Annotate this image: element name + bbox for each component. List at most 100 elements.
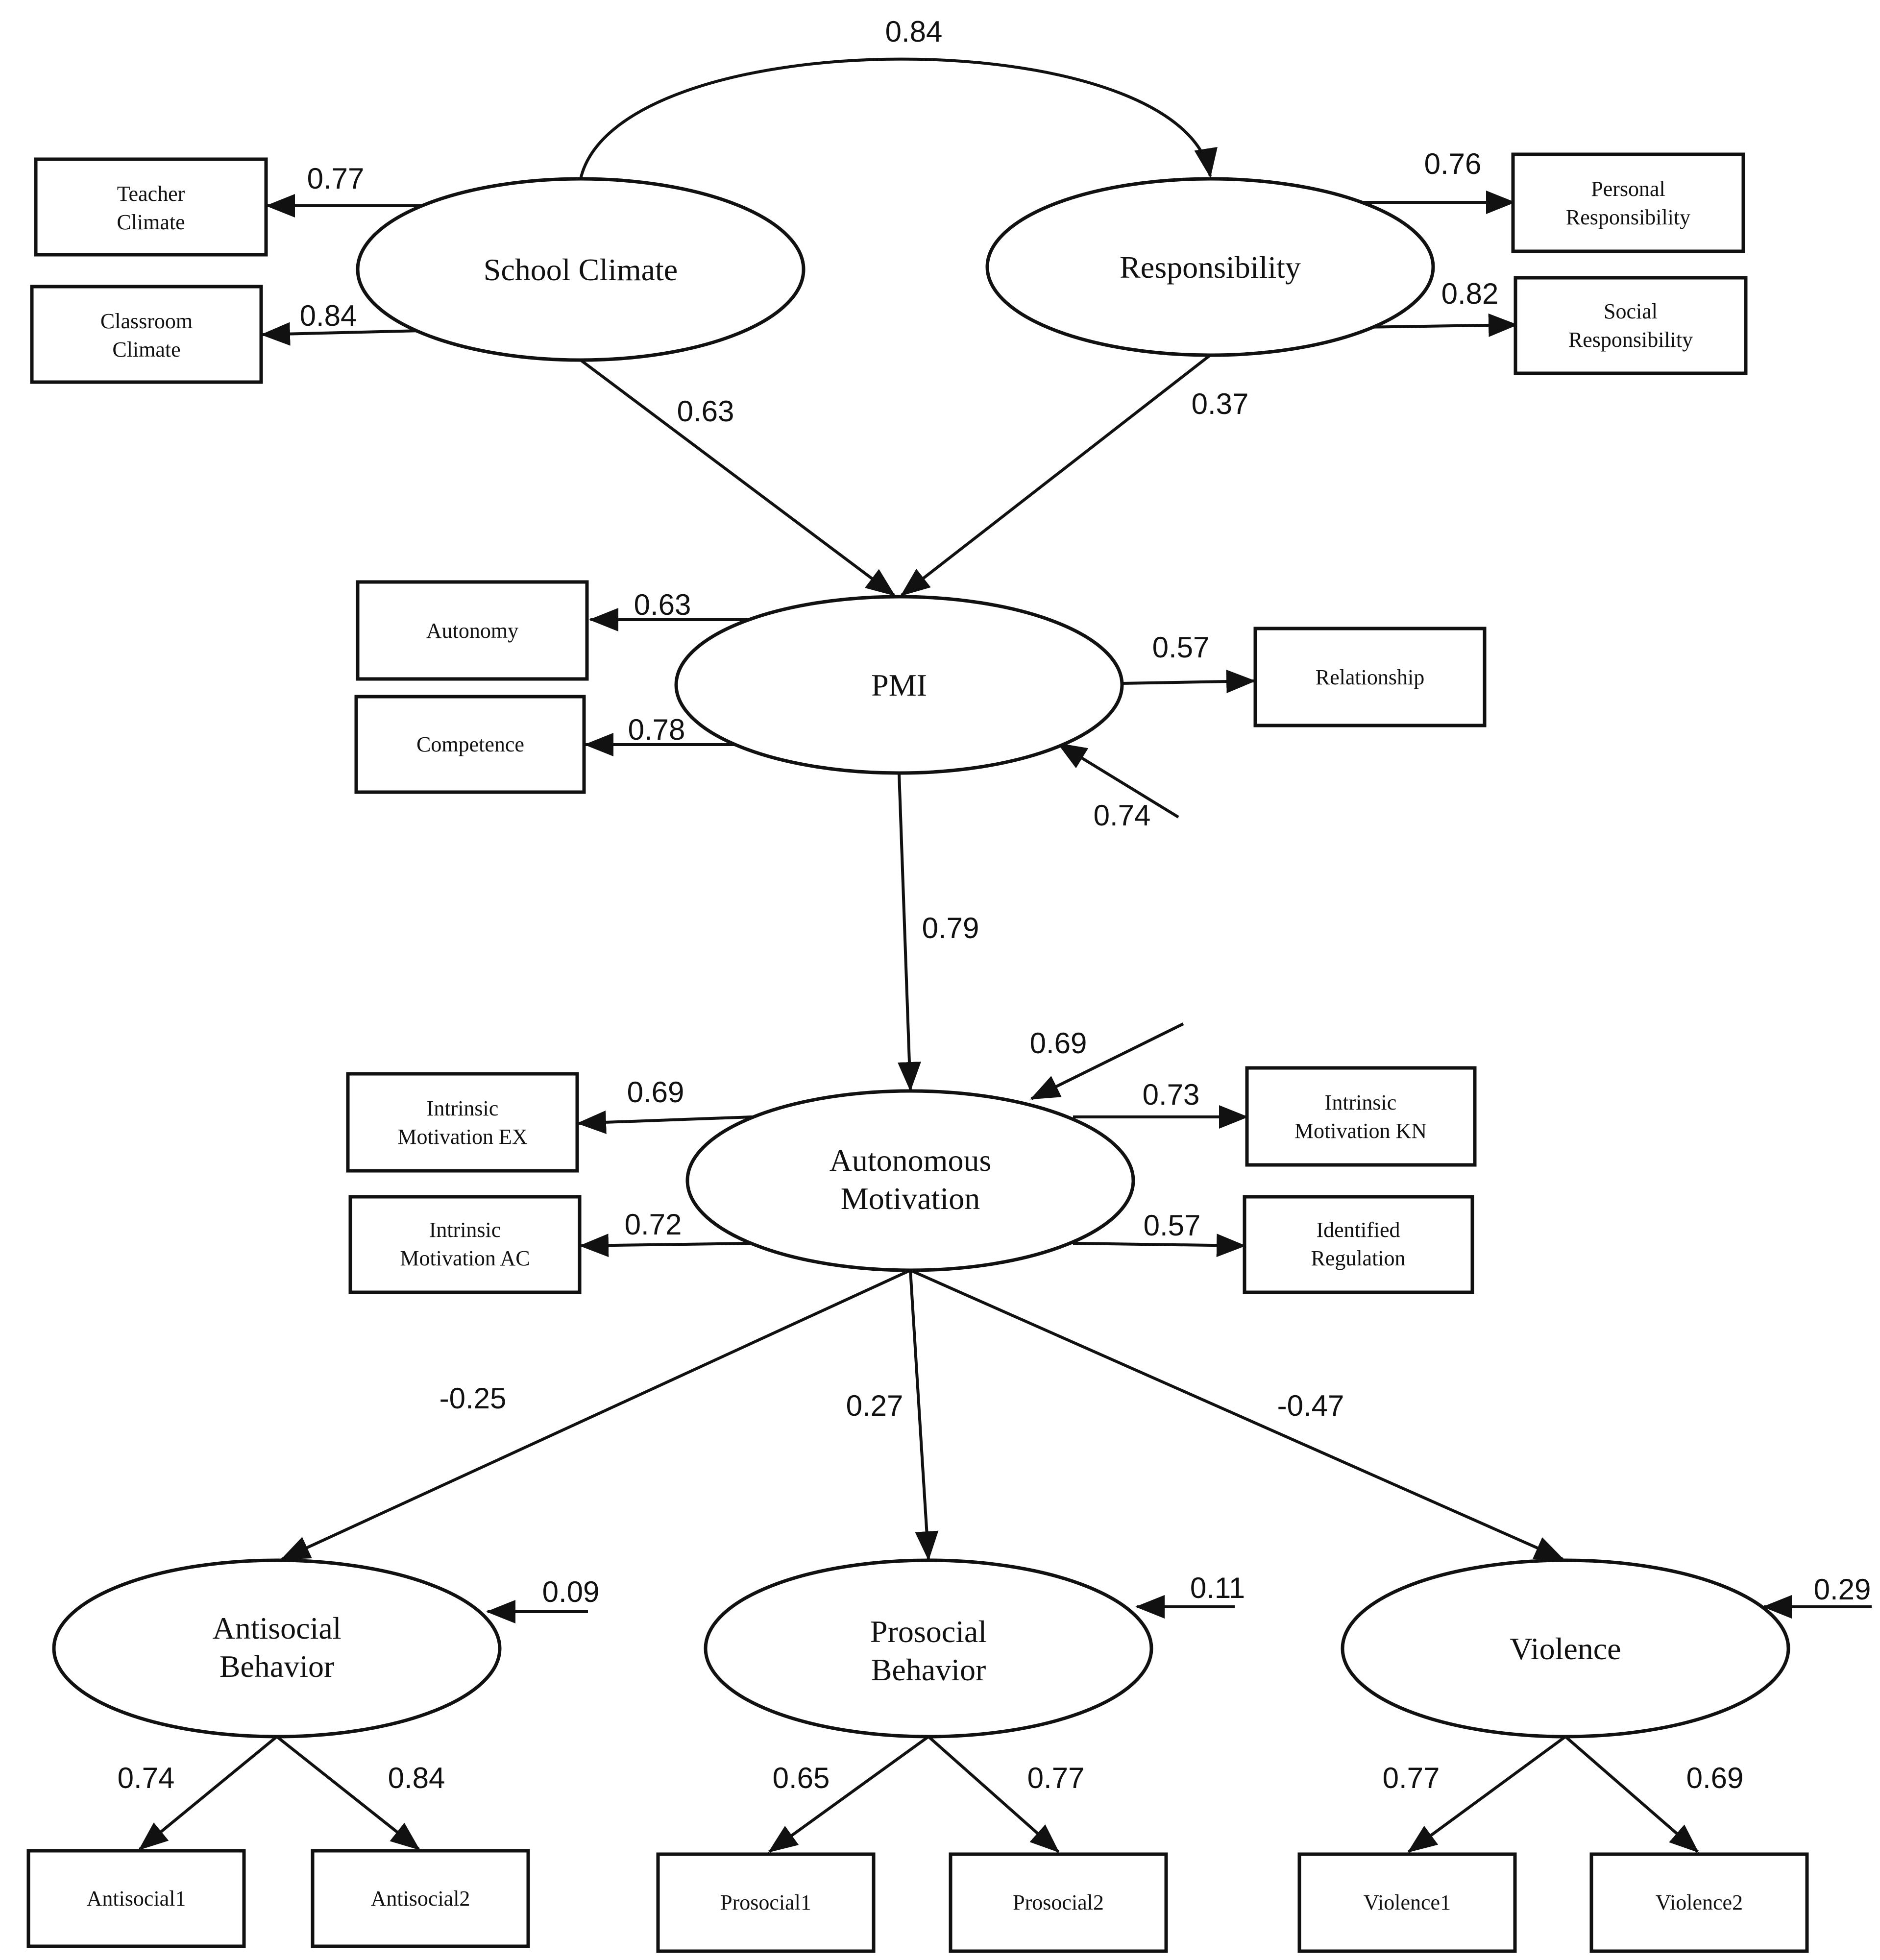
coef-am-to-violence: -0.47 bbox=[1277, 1389, 1344, 1422]
edge-am-to-antisocial bbox=[280, 1269, 911, 1561]
latent-label: Violence bbox=[1510, 1631, 1621, 1666]
coef-violence-2: 0.69 bbox=[1686, 1762, 1744, 1794]
edge-prosocial-1 bbox=[768, 1735, 929, 1853]
edge-antisocial-2 bbox=[276, 1735, 420, 1851]
edge-am-to-violence bbox=[909, 1269, 1564, 1561]
coef-resp-social: 0.82 bbox=[1441, 277, 1499, 310]
latent-violence: Violence bbox=[1341, 1558, 1790, 1739]
latent-autonomous-motivation: Autonomous Motivation bbox=[685, 1089, 1135, 1272]
coef-resp-personal: 0.76 bbox=[1424, 147, 1482, 180]
indicator-label: Climate bbox=[112, 338, 180, 362]
coef-antisocial-residual: 0.09 bbox=[542, 1575, 600, 1608]
coef-pmi-residual: 0.74 bbox=[1094, 799, 1151, 832]
indicator-label: Prosocial1 bbox=[720, 1890, 811, 1914]
coef-am-identified: 0.57 bbox=[1144, 1209, 1201, 1242]
edge-am-to-prosocial bbox=[909, 1270, 939, 1561]
edge-violence-1 bbox=[1407, 1735, 1566, 1853]
coef-prosocial-2: 0.77 bbox=[1027, 1762, 1085, 1794]
indicator-label: Violence2 bbox=[1656, 1890, 1743, 1914]
edge-sc-to-pmi bbox=[580, 359, 896, 597]
coef-pmi-autonomy: 0.63 bbox=[634, 588, 691, 621]
latent-prosocial-behavior: Prosocial Behavior bbox=[704, 1558, 1153, 1739]
indicator-prosocial1: Prosocial1 bbox=[656, 1852, 876, 1953]
latent-label: Motivation bbox=[841, 1181, 980, 1216]
indicator-label: Intrinsic bbox=[429, 1218, 501, 1242]
coef-am-intrinsic-ac: 0.72 bbox=[625, 1208, 682, 1241]
indicator-label: Responsibility bbox=[1568, 328, 1693, 352]
coef-am-intrinsic-kn: 0.73 bbox=[1143, 1078, 1200, 1111]
indicator-label: Regulation bbox=[1311, 1246, 1405, 1270]
coef-pmi-to-am: 0.79 bbox=[922, 912, 979, 944]
edge-resp-social bbox=[1362, 313, 1518, 337]
latent-label: Autonomous bbox=[830, 1143, 992, 1178]
latent-responsibility: Responsibility bbox=[985, 177, 1435, 357]
indicator-antisocial2: Antisocial2 bbox=[311, 1849, 530, 1948]
indicator-label: Prosocial2 bbox=[1013, 1890, 1104, 1914]
coef-pmi-competence: 0.78 bbox=[628, 713, 685, 746]
indicator-competence: Competence bbox=[354, 695, 586, 794]
coef-resp-to-pmi: 0.37 bbox=[1192, 387, 1249, 420]
indicator-identified-regulation: Identified Regulation bbox=[1243, 1195, 1474, 1294]
coef-prosocial-1: 0.65 bbox=[773, 1762, 830, 1794]
coef-violence-1: 0.77 bbox=[1383, 1762, 1440, 1794]
latent-label: Prosocial bbox=[870, 1614, 987, 1649]
latent-label: PMI bbox=[871, 668, 927, 702]
edge-resp-to-pmi bbox=[900, 354, 1211, 597]
indicator-label: Motivation KN bbox=[1294, 1119, 1427, 1143]
latent-label: Responsibility bbox=[1120, 250, 1301, 285]
indicator-label: Motivation EX bbox=[397, 1125, 527, 1149]
indicator-social-responsibility: Social Responsibility bbox=[1514, 276, 1748, 375]
indicator-label: Identified bbox=[1316, 1218, 1400, 1242]
indicator-antisocial1: Antisocial1 bbox=[26, 1849, 246, 1948]
edge-sc-classroom bbox=[261, 322, 422, 346]
edge-am-ex bbox=[577, 1110, 753, 1134]
indicator-intrinsic-kn: Intrinsic Motivation KN bbox=[1245, 1066, 1477, 1167]
indicator-label: Motivation AC bbox=[400, 1246, 530, 1270]
latent-pmi: PMI bbox=[674, 595, 1124, 775]
coef-am-residual: 0.69 bbox=[1030, 1027, 1087, 1060]
edge-pmi-relationship bbox=[1122, 670, 1256, 694]
indicator-violence2: Violence2 bbox=[1589, 1852, 1809, 1953]
coef-sc-to-pmi: 0.63 bbox=[677, 395, 734, 428]
edge-pmi-to-am bbox=[897, 774, 921, 1091]
indicator-teacher-climate: Teacher Climate bbox=[34, 157, 268, 257]
indicator-label: Classroom bbox=[100, 309, 193, 333]
coef-prosocial-residual: 0.11 bbox=[1190, 1572, 1245, 1604]
indicator-label: Intrinsic bbox=[1325, 1090, 1397, 1114]
latent-school-climate: School Climate bbox=[356, 177, 806, 362]
indicator-autonomy: Autonomy bbox=[356, 580, 589, 681]
edge-am-ac bbox=[579, 1234, 753, 1258]
indicator-label: Antisocial1 bbox=[87, 1887, 186, 1911]
indicator-label: Violence1 bbox=[1364, 1890, 1451, 1914]
latent-label: School Climate bbox=[484, 252, 678, 287]
indicator-label: Competence bbox=[416, 732, 524, 756]
coef-antisocial-2: 0.84 bbox=[388, 1762, 445, 1794]
residual-pmi bbox=[1057, 742, 1179, 819]
coef-sc-teacher: 0.77 bbox=[307, 162, 365, 195]
indicator-classroom-climate: Classroom Climate bbox=[30, 285, 263, 384]
indicator-intrinsic-ex: Intrinsic Motivation EX bbox=[346, 1072, 579, 1173]
latent-antisocial-behavior: Antisocial Behavior bbox=[52, 1558, 502, 1739]
coef-am-intrinsic-ex: 0.69 bbox=[627, 1076, 684, 1109]
coef-pmi-relationship: 0.57 bbox=[1152, 631, 1210, 664]
latent-label: Behavior bbox=[220, 1649, 335, 1684]
coef-antisocial-1: 0.74 bbox=[118, 1762, 175, 1794]
indicator-label: Climate bbox=[117, 210, 185, 234]
indicator-violence1: Violence1 bbox=[1297, 1852, 1517, 1953]
indicator-label: Antisocial2 bbox=[371, 1887, 470, 1911]
coef-am-to-antisocial: -0.25 bbox=[439, 1382, 507, 1415]
indicator-label: Social bbox=[1604, 299, 1658, 323]
latent-label: Behavior bbox=[871, 1652, 986, 1687]
indicator-label: Autonomy bbox=[426, 619, 518, 643]
indicator-label: Teacher bbox=[117, 182, 185, 206]
edge-prosocial-2 bbox=[928, 1735, 1060, 1853]
indicator-intrinsic-ac: Intrinsic Motivation AC bbox=[348, 1195, 582, 1294]
indicator-label: Intrinsic bbox=[427, 1096, 499, 1120]
indicator-personal-responsibility: Personal Responsibility bbox=[1511, 152, 1745, 253]
coef-am-to-prosocial: 0.27 bbox=[846, 1389, 903, 1422]
residual-am bbox=[1030, 1022, 1184, 1100]
correlation-curve bbox=[562, 57, 1218, 209]
edge-am-identified bbox=[1073, 1234, 1246, 1258]
latent-label: Antisocial bbox=[212, 1611, 341, 1645]
